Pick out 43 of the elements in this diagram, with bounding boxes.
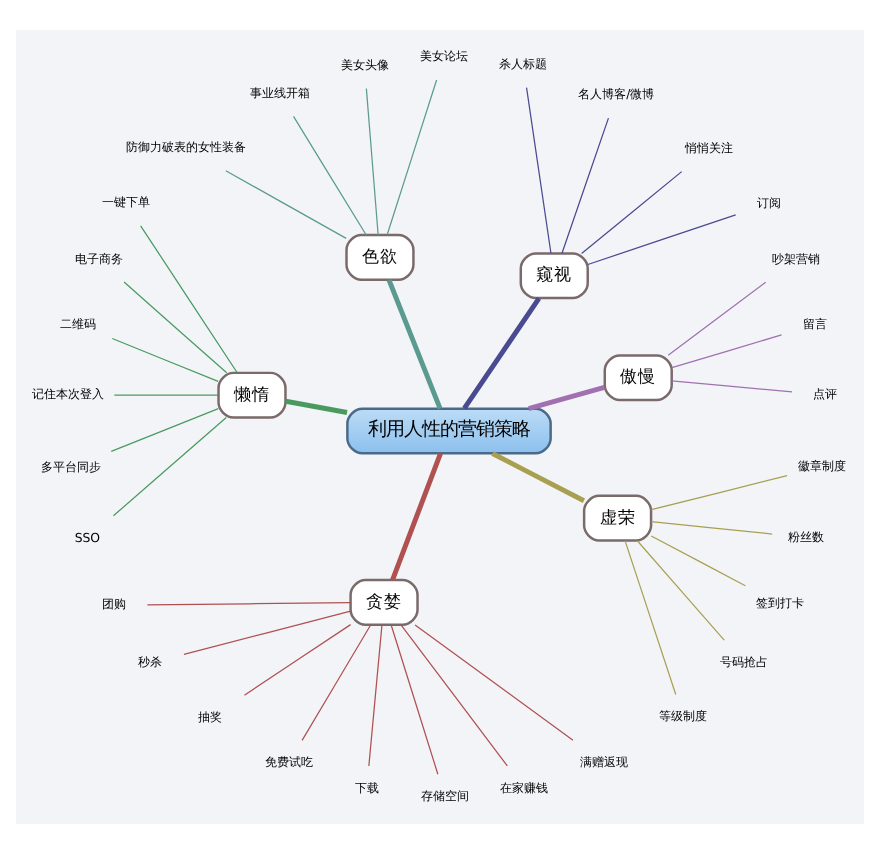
connector [671, 380, 793, 393]
connector [671, 334, 783, 369]
connector [225, 170, 347, 239]
connector [528, 384, 605, 411]
connector [587, 214, 737, 266]
node-box: 利用人性的营销策略 [346, 407, 552, 455]
connector [292, 115, 367, 236]
connector [243, 624, 352, 696]
connector [112, 416, 227, 517]
connector [462, 296, 541, 410]
connector [390, 452, 443, 581]
connector [414, 624, 574, 741]
node-box: 色欲 [345, 233, 415, 281]
connector [111, 337, 219, 383]
connector [183, 610, 352, 656]
connector [525, 87, 552, 254]
node-box: 窥视 [519, 252, 589, 300]
connector [386, 279, 443, 410]
connector [650, 475, 788, 511]
connector [146, 602, 351, 606]
connector [110, 408, 219, 452]
connector [581, 171, 683, 254]
connector [368, 624, 383, 767]
connector [365, 87, 379, 236]
connector [113, 394, 219, 396]
connector [386, 79, 438, 236]
node-box: 虚荣 [582, 494, 653, 542]
connector [285, 398, 348, 415]
node-box: 贪婪 [349, 578, 419, 626]
connector [390, 624, 439, 775]
connector [301, 624, 372, 741]
connector [667, 281, 767, 356]
connector [561, 117, 610, 254]
connector [636, 540, 725, 641]
node-box: 懒惰 [217, 371, 287, 419]
node-box: 傲慢 [603, 354, 673, 402]
connector [491, 451, 586, 503]
connector [650, 521, 773, 535]
connector [624, 540, 677, 696]
connector [400, 624, 508, 767]
connector [123, 281, 228, 374]
connector [650, 535, 746, 587]
connector [140, 225, 238, 374]
